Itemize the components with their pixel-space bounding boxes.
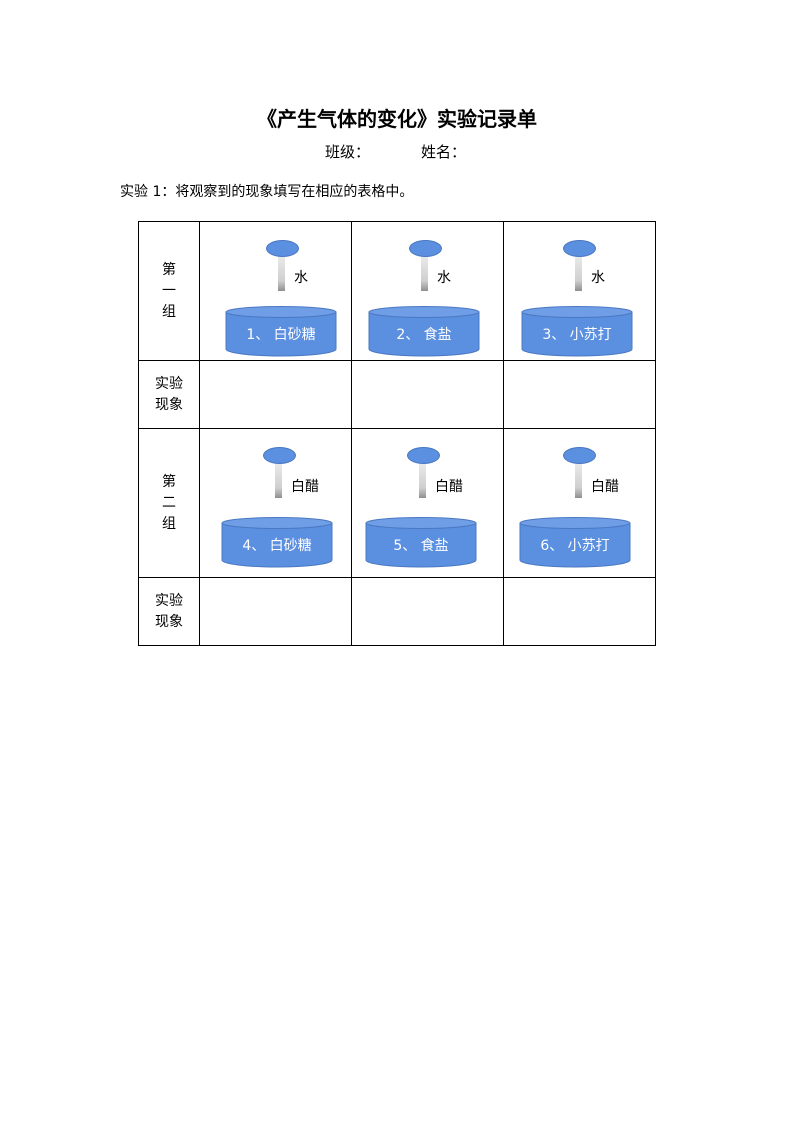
group-1-label: 第 一 组: [138, 221, 200, 361]
observation-label-line: 实验: [155, 375, 183, 392]
worksheet-title: 《产生气体的变化》实验记录单: [257, 107, 537, 131]
observation-input-cell[interactable]: [503, 360, 656, 429]
beaker-icon: 4、 白砂糖: [221, 517, 333, 568]
group-label-char: 第: [162, 473, 176, 490]
instruction-text: 实验 1：将观察到的现象填写在相应的表格中。: [120, 184, 414, 200]
dropper-bulb-icon: [263, 447, 296, 464]
experiment-cell-6: 白醋 6、 小苏打: [503, 428, 656, 578]
group-label-char: 第: [162, 261, 176, 278]
experiment-cell-1: 水 1、 白砂糖: [199, 221, 352, 361]
group-label-char: 组: [162, 515, 176, 532]
liquid-label: 水: [591, 270, 605, 286]
experiment-cell-4: 白醋 4、 白砂糖: [199, 428, 352, 578]
observation-label-line: 现象: [155, 613, 183, 630]
dropper-bulb-icon: [266, 240, 299, 257]
dropper-tube-icon: [575, 257, 582, 291]
liquid-label: 水: [294, 270, 308, 286]
beaker-icon: 1、 白砂糖: [225, 306, 337, 357]
experiment-cell-2: 水 2、 食盐: [351, 221, 504, 361]
class-label: 班级：: [325, 143, 371, 161]
observation-input-cell[interactable]: [199, 360, 352, 429]
substance-label: 6、 小苏打: [540, 538, 610, 554]
observation-input-cell[interactable]: [351, 577, 504, 646]
group-2-row: 第 二 组 白醋 4、 白砂糖 白醋 5、 食盐: [138, 428, 656, 578]
beaker-icon: 5、 食盐: [365, 517, 477, 568]
observation-label: 实验 现象: [138, 360, 200, 429]
dropper-tube-icon: [278, 257, 285, 291]
beaker-icon: 6、 小苏打: [519, 517, 631, 568]
observation-input-cell[interactable]: [199, 577, 352, 646]
liquid-label: 白醋: [291, 479, 319, 495]
substance-label: 5、 食盐: [393, 538, 449, 554]
observation-input-cell[interactable]: [503, 577, 656, 646]
dropper-tube-icon: [421, 257, 428, 291]
liquid-label: 水: [437, 270, 451, 286]
observation-label-line: 实验: [155, 592, 183, 609]
dropper-bulb-icon: [563, 447, 596, 464]
substance-label: 3、 小苏打: [542, 327, 612, 343]
group-2-observation-row: 实验 现象: [138, 577, 656, 646]
dropper-bulb-icon: [409, 240, 442, 257]
beaker-icon: 3、 小苏打: [521, 306, 633, 357]
dropper-bulb-icon: [563, 240, 596, 257]
record-table: 第 一 组 水 1、 白砂糖 水 2、 食盐: [138, 221, 656, 646]
liquid-label: 白醋: [435, 479, 463, 495]
beaker-icon: 2、 食盐: [368, 306, 480, 357]
group-label-char: 一: [162, 282, 176, 299]
substance-label: 1、 白砂糖: [246, 327, 316, 343]
group-1-row: 第 一 组 水 1、 白砂糖 水 2、 食盐: [138, 221, 656, 361]
observation-label-line: 现象: [155, 396, 183, 413]
liquid-label: 白醋: [591, 479, 619, 495]
observation-label: 实验 现象: [138, 577, 200, 646]
dropper-tube-icon: [575, 464, 582, 498]
dropper-bulb-icon: [407, 447, 440, 464]
group-label-char: 二: [162, 494, 176, 511]
dropper-tube-icon: [419, 464, 426, 498]
substance-label: 2、 食盐: [396, 327, 452, 343]
observation-input-cell[interactable]: [351, 360, 504, 429]
name-label: 姓名：: [421, 143, 467, 161]
experiment-cell-5: 白醋 5、 食盐: [351, 428, 504, 578]
group-1-observation-row: 实验 现象: [138, 360, 656, 429]
group-label-char: 组: [162, 303, 176, 320]
dropper-tube-icon: [275, 464, 282, 498]
group-2-label: 第 二 组: [138, 428, 200, 578]
substance-label: 4、 白砂糖: [242, 538, 312, 554]
experiment-cell-3: 水 3、 小苏打: [503, 221, 656, 361]
